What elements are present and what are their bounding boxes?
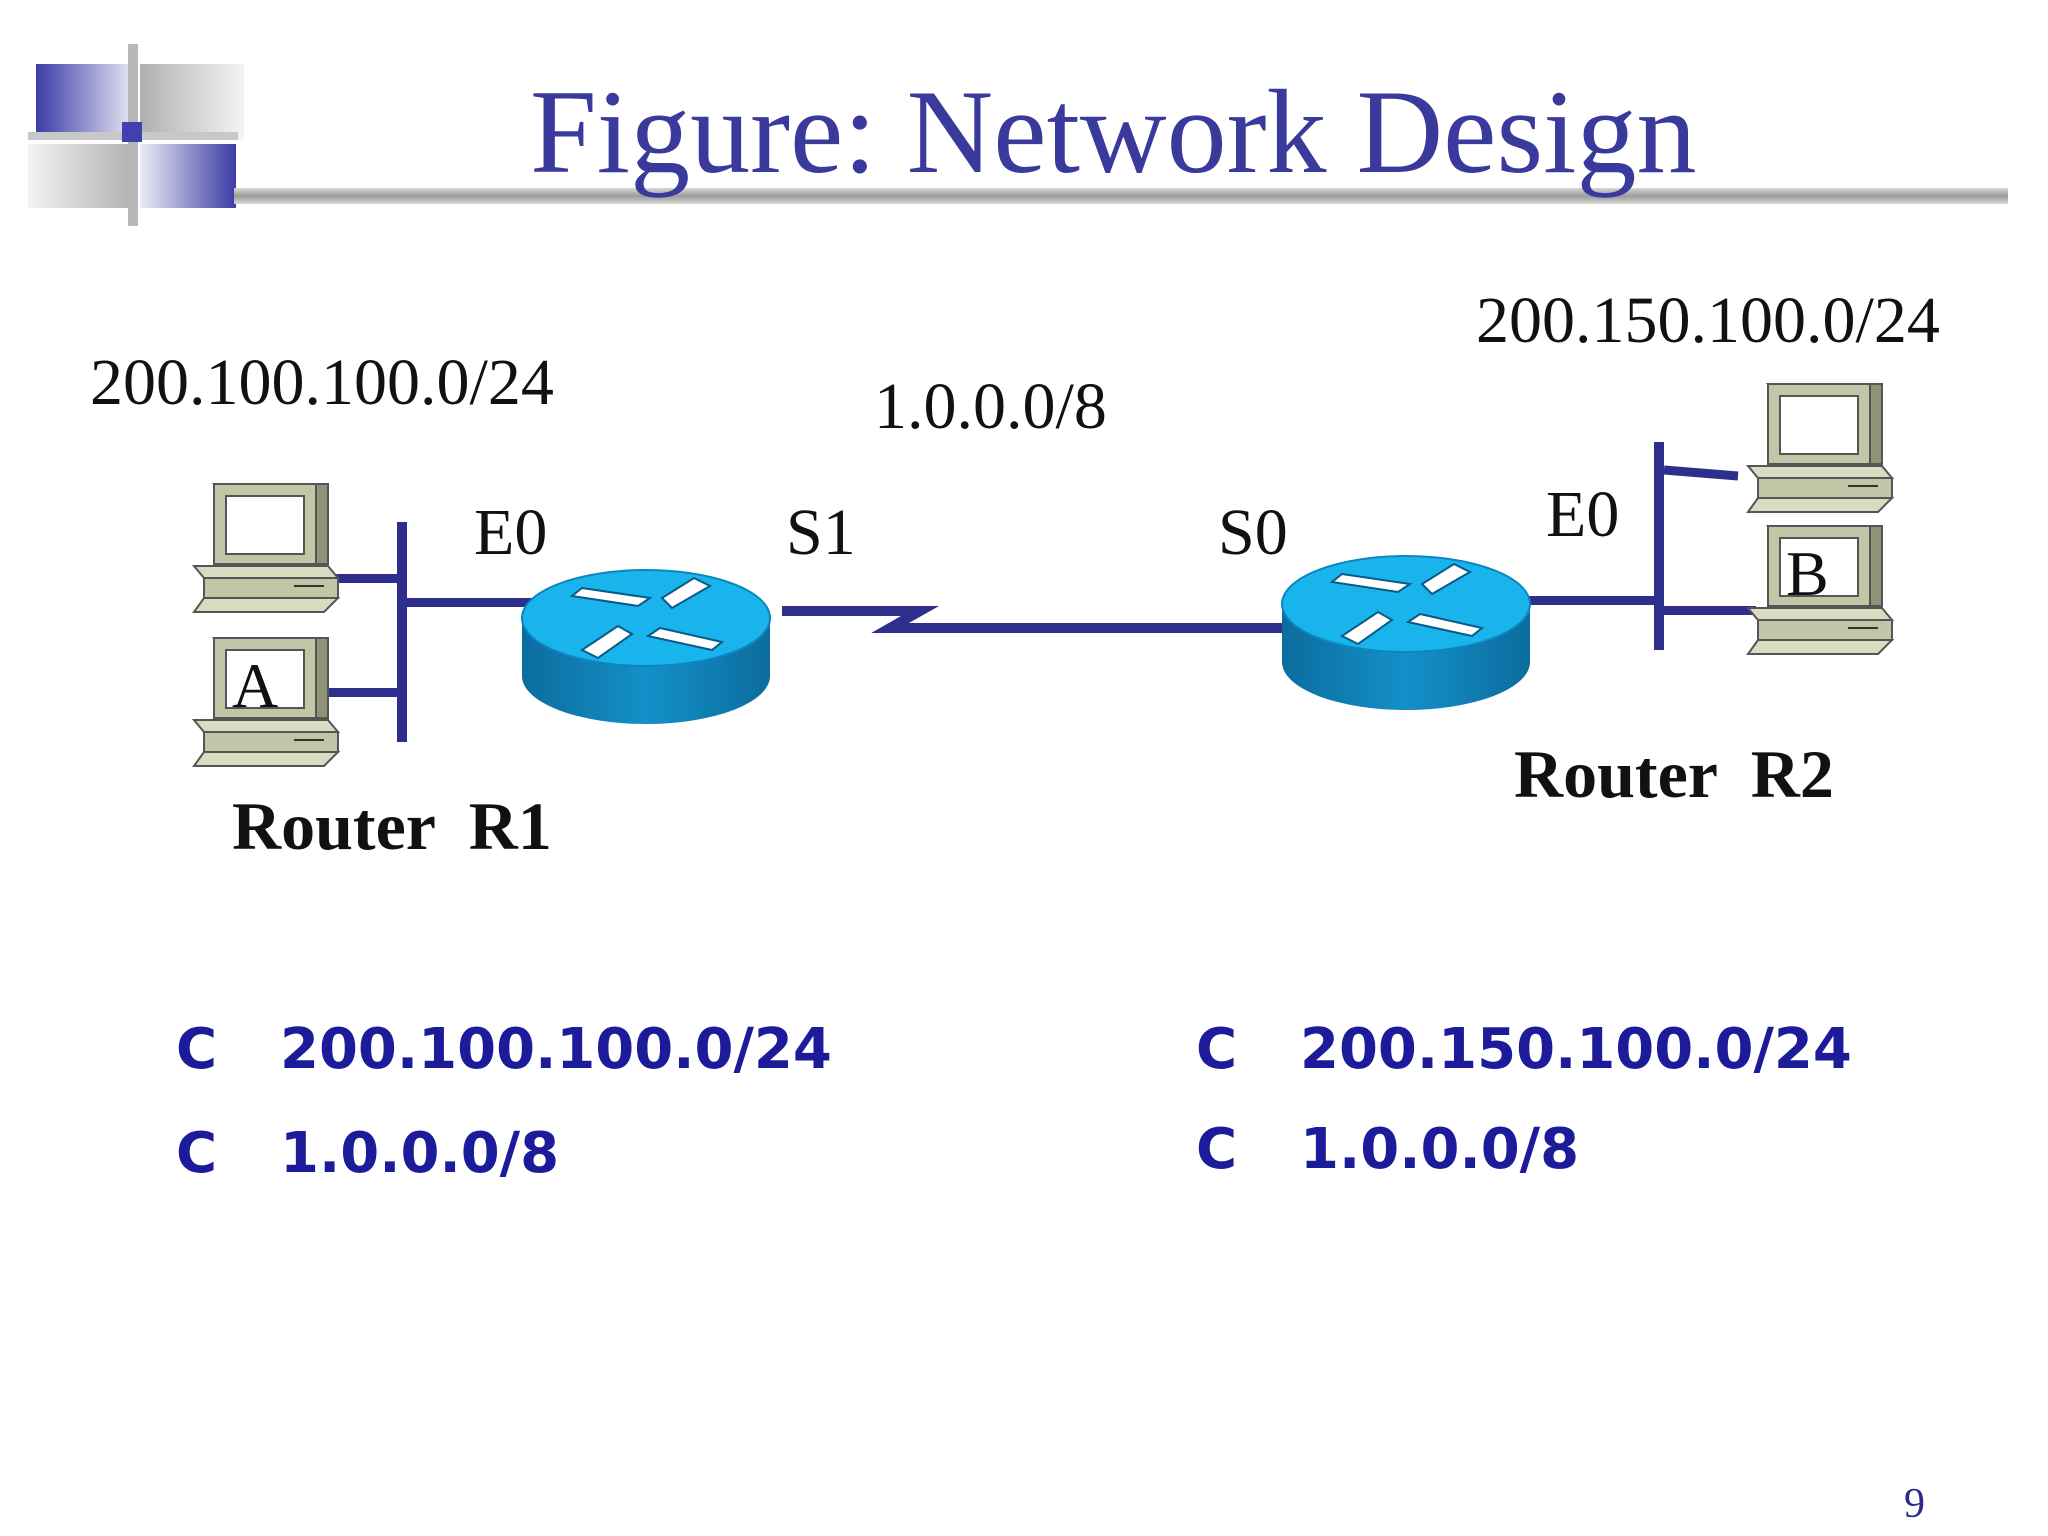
r2-e0-link: [1528, 596, 1658, 605]
r1-e0-link: [407, 598, 547, 607]
host-link-b: [1664, 606, 1756, 615]
slide-title: Figure: Network Design: [530, 65, 1697, 198]
route-network: 1.0.0.0/8: [280, 1121, 560, 1186]
route-network: 1.0.0.0/8: [1300, 1117, 1580, 1182]
route-network: 200.100.100.0/24: [280, 1017, 832, 1082]
host-label-b: B: [1786, 538, 1829, 609]
host-link-top-right: [1663, 465, 1739, 481]
route-code: C: [1196, 1017, 1238, 1082]
router-label-r1: Router R1: [232, 788, 552, 864]
slide-logo: [28, 44, 244, 226]
host-link-top-left: [322, 574, 402, 583]
interface-label-r1-e0: E0: [474, 496, 548, 569]
serial-link: [782, 606, 1284, 633]
network-label-lan-r2: 200.150.100.0/24: [1476, 284, 1940, 357]
interface-label-r2-e0: E0: [1546, 478, 1620, 551]
network-label-wan: 1.0.0.0/8: [874, 370, 1107, 443]
computer-icon[interactable]: [1745, 383, 1895, 513]
interface-label-r1-s1: S1: [786, 496, 856, 569]
route-code: C: [1196, 1117, 1238, 1182]
page-number: 9: [1904, 1481, 1925, 1527]
lan-segment-r2: [1654, 442, 1664, 650]
router-r2-icon[interactable]: [1281, 555, 1531, 710]
network-label-lan-r1: 200.100.100.0/24: [90, 346, 554, 419]
router-r1-icon[interactable]: [521, 569, 771, 724]
route-network: 200.150.100.0/24: [1300, 1017, 1852, 1082]
route-code: C: [176, 1017, 218, 1082]
title-underline: [234, 188, 2008, 204]
route-code: C: [176, 1121, 218, 1186]
computer-icon-host-a[interactable]: [191, 637, 341, 767]
interface-label-r2-s0: S0: [1218, 496, 1288, 569]
computer-icon-host-b[interactable]: [1745, 525, 1895, 655]
router-label-r2: Router R2: [1514, 736, 1834, 812]
lan-segment-r1: [397, 522, 407, 742]
host-link-a: [310, 688, 402, 697]
computer-icon[interactable]: [191, 483, 341, 613]
host-label-a: A: [232, 650, 279, 721]
